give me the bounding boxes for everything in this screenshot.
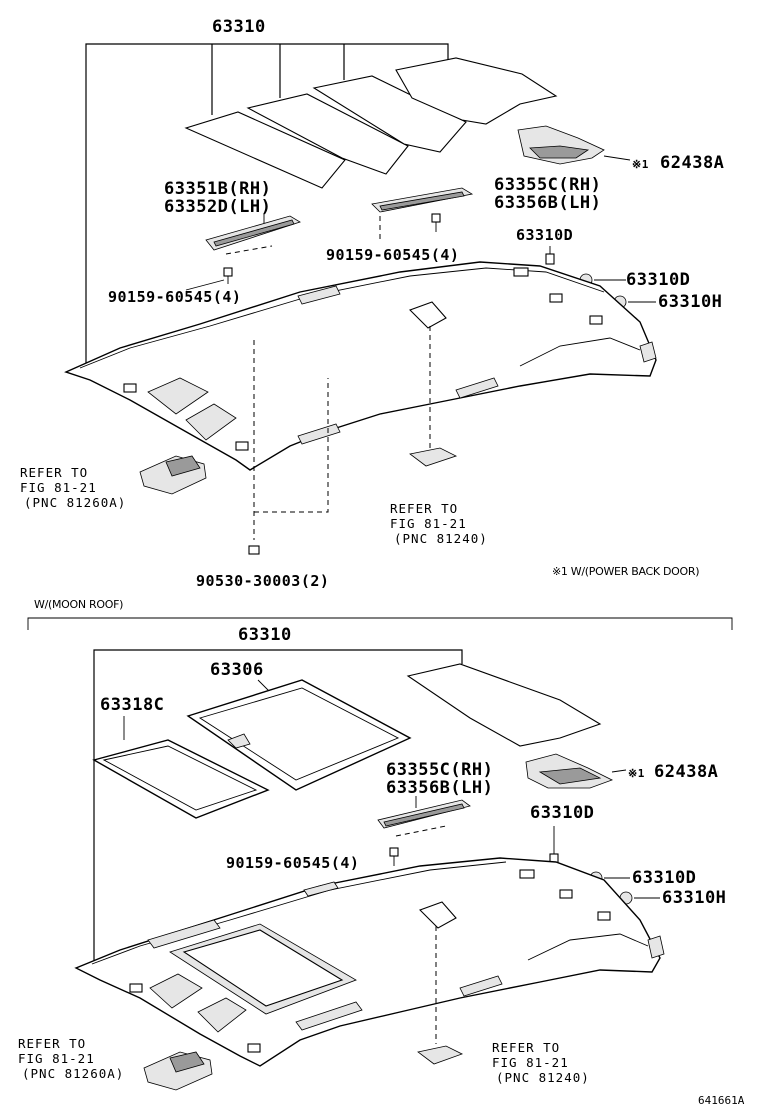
label-sunroof-trim: 63306 <box>210 660 264 680</box>
room-lamp-top <box>409 447 458 467</box>
label-clip-h-bottom: 63310H <box>662 888 726 908</box>
label-assist-rail-lh-bottom: 63356B(LH) <box>386 778 493 798</box>
headliner-leader-bracket-bottom <box>93 649 463 966</box>
insulator-panels-top <box>184 57 558 189</box>
pad-62438a-top <box>517 125 631 165</box>
map-lamp-bottom <box>143 1051 213 1091</box>
label-clip-bottom-top: 90530-30003(2) <box>196 572 329 590</box>
label-visor-holder-rh-top: 63351B(RH) <box>164 179 271 199</box>
label-screw-right-top: 90159-60545(4) <box>326 246 459 264</box>
visor-holder-top <box>205 215 301 255</box>
assist-rail-bottom <box>377 799 471 837</box>
label-pad-bottom: 62438A <box>654 762 718 782</box>
label-weatherstrip: 63318C <box>100 695 164 715</box>
clip-d-upper-bottom <box>549 826 559 865</box>
label-screw-bottom: 90159-60545(4) <box>226 854 359 872</box>
label-headliner-bottom: 63310 <box>238 625 292 645</box>
ref-left-line1-top: REFER TO <box>20 465 88 480</box>
screw-bottom <box>389 847 399 866</box>
assist-rail-top <box>371 187 474 240</box>
label-pad-mark-bottom: ※1 <box>628 767 645 780</box>
label-visor-holder-lh-top: 63352D(LH) <box>164 197 271 217</box>
ref-left-line2-bottom: FIG 81-21 <box>18 1051 95 1066</box>
ref-right-line3-bottom: (PNC 81240) <box>496 1070 590 1085</box>
headliner-bottom <box>74 857 665 1067</box>
label-clip-h-top: 63310H <box>658 292 722 312</box>
ref-center-line1-top: REFER TO <box>390 501 458 516</box>
label-pad-top: 62438A <box>660 153 724 173</box>
section-title-moon-roof: W/(MOON ROOF) <box>34 598 123 611</box>
headliner-top <box>64 261 657 471</box>
ref-center-line2-top: FIG 81-21 <box>390 516 467 531</box>
label-screw-left-top: 90159-60545(4) <box>108 288 241 306</box>
label-clip-d-upper-top: 63310D <box>516 226 573 244</box>
clip-bottom-top <box>248 545 260 555</box>
label-clip-d-lower-top: 63310D <box>626 270 690 290</box>
note-power-back-door: ※1 W/(POWER BACK DOOR) <box>552 565 699 578</box>
ref-left-line1-bottom: REFER TO <box>18 1036 86 1051</box>
bottom-section: W/(MOON ROOF) 63310 63306 63318C <box>18 598 745 1107</box>
label-assist-rail-rh-bottom: 63355C(RH) <box>386 760 493 780</box>
sunroof-trim <box>186 679 412 791</box>
clip-d-upper-top <box>545 246 555 265</box>
clip-h-bottom <box>619 891 660 905</box>
label-headliner-top: 63310 <box>212 17 266 37</box>
headliner-leader-bracket-top <box>85 43 449 366</box>
room-lamp-bottom <box>417 1045 464 1065</box>
label-pad-mark-top: ※1 <box>632 158 649 171</box>
ref-right-line1-bottom: REFER TO <box>492 1040 560 1055</box>
ref-center-line3-top: (PNC 81240) <box>394 531 488 546</box>
label-assist-rail-rh-top: 63355C(RH) <box>494 175 601 195</box>
screw-left-top <box>223 267 233 284</box>
figure-code: 641661A <box>698 1094 745 1107</box>
label-clip-d-lower-bottom: 63310D <box>632 868 696 888</box>
pad-62438a-bottom <box>525 753 627 789</box>
section-divider <box>27 617 733 630</box>
ref-left-line3-top: (PNC 81260A) <box>24 495 126 510</box>
leaders-top <box>253 326 431 540</box>
ref-left-line2-top: FIG 81-21 <box>20 480 97 495</box>
weatherstrip <box>92 739 270 819</box>
ref-right-line2-bottom: FIG 81-21 <box>492 1055 569 1070</box>
screw-right-top <box>431 213 441 232</box>
insulator-panel-bottom <box>406 663 602 747</box>
label-clip-d-upper-bottom: 63310D <box>530 803 594 823</box>
label-assist-rail-lh-top: 63356B(LH) <box>494 193 601 213</box>
ref-left-line3-bottom: (PNC 81260A) <box>22 1066 124 1081</box>
top-section: 63310 ※1 62438A 63351B(RH) 63352D(LH) <box>20 17 724 590</box>
map-lamp-top <box>139 455 207 495</box>
